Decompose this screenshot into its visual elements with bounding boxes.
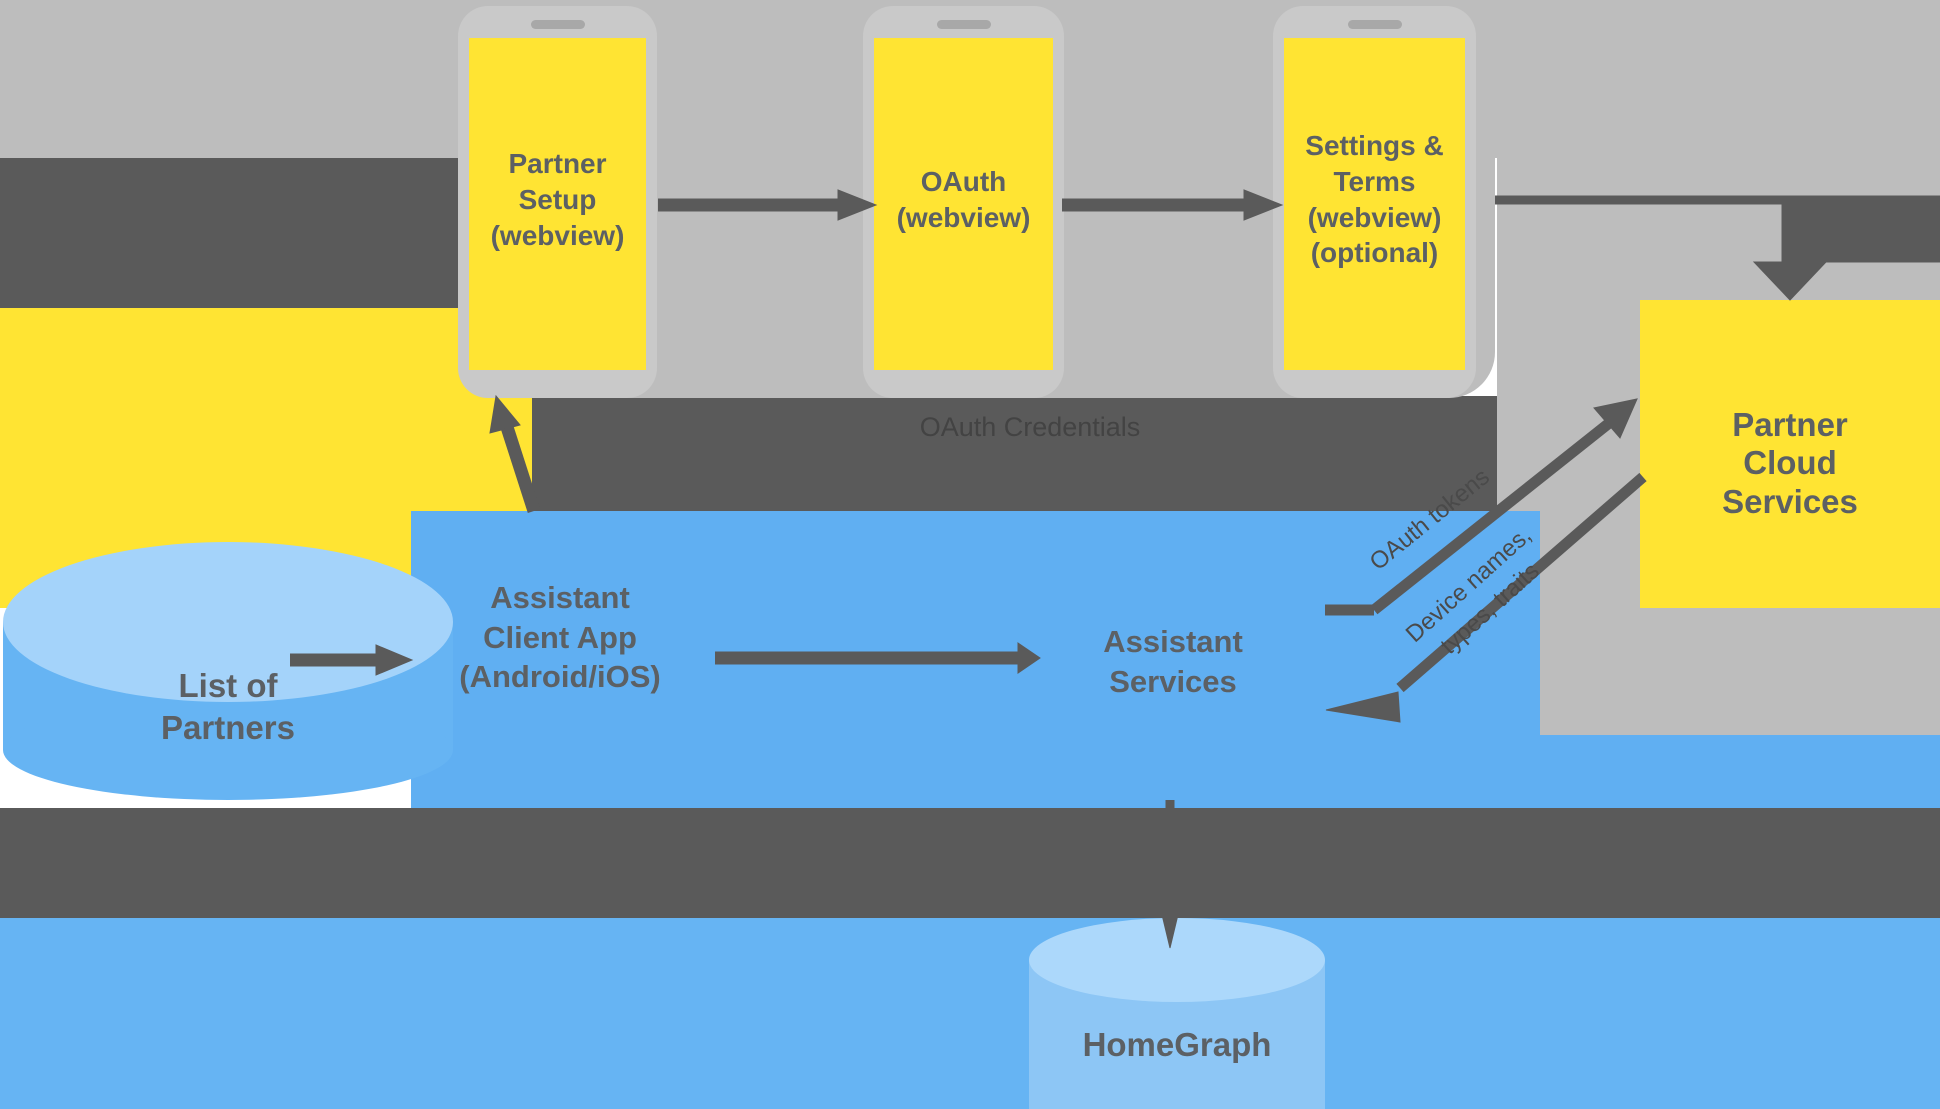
- oauth-label: OAuth (webview): [896, 166, 1031, 233]
- list-of-partners-cylinder-bottom: [3, 700, 453, 800]
- assistant-services-label: Assistant Services: [1103, 624, 1243, 699]
- oauth-webview-screen[interactable]: [874, 38, 1053, 370]
- assistant-client-app-label: Assistant Client App (Android/iOS): [459, 580, 661, 695]
- settings-terms-label: Settings & Terms (webview) (optional): [1305, 130, 1444, 269]
- phone-speaker-icon: [936, 20, 991, 29]
- list-of-partners-label: List of Partners: [161, 667, 295, 747]
- homegraph-label: HomeGraph: [1082, 1026, 1272, 1063]
- settings-terms-webview-screen[interactable]: [1284, 38, 1465, 370]
- phone-speaker-icon: [530, 20, 585, 29]
- partner-cloud-services-label: Partner Cloud Services: [1722, 406, 1858, 520]
- partner-cloud-services-box[interactable]: [1640, 300, 1940, 608]
- phone-speaker-icon: [1347, 20, 1402, 29]
- bottom-dark-band: [0, 808, 1940, 918]
- right-blue-sliver: [1540, 735, 1940, 808]
- homegraph-cylinder-top: [1029, 918, 1325, 1002]
- partner-setup-webview-screen[interactable]: [469, 38, 646, 370]
- left-dark-band: [0, 158, 458, 308]
- partner-setup-label: Partner Setup (webview): [490, 148, 625, 251]
- oauth-credentials-label: OAuth Credentials: [919, 412, 1141, 442]
- oauth-credentials-dark-region: [532, 396, 1497, 513]
- bottom-blue-band: [0, 918, 1940, 1109]
